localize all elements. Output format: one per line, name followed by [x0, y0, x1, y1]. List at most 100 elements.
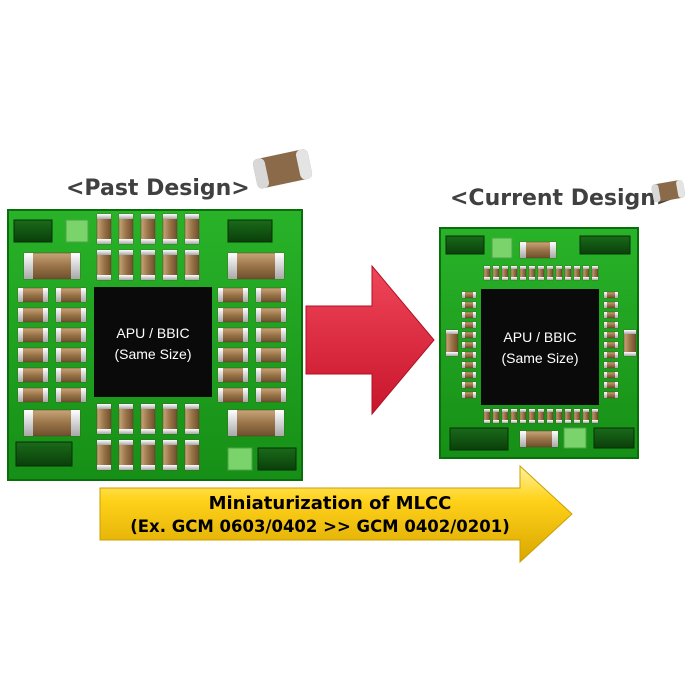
mlcc-small-icon — [651, 179, 686, 203]
mlcc-capacitor — [217, 327, 249, 343]
mlcc-capacitor — [55, 327, 87, 343]
mlcc-capacitor — [573, 265, 581, 281]
mlcc-capacitor — [55, 287, 87, 303]
mlcc-capacitor — [217, 387, 249, 403]
current-chip-label-line1: APU / BBIC — [503, 329, 576, 345]
mlcc-capacitor — [510, 265, 518, 281]
mlcc-capacitor — [55, 367, 87, 383]
mlcc-capacitor — [555, 408, 563, 424]
mlcc-capacitor — [546, 408, 554, 424]
current-design-title: <Current Design> — [450, 186, 675, 211]
mlcc-capacitor — [546, 265, 554, 281]
mlcc-capacitor — [603, 361, 619, 369]
dark-pad — [445, 235, 485, 255]
mlcc-capacitor — [537, 408, 545, 424]
mlcc-capacitor — [461, 321, 477, 329]
mlcc-capacitor — [461, 341, 477, 349]
mlcc-capacitor — [603, 341, 619, 349]
mlcc-capacitor — [17, 327, 49, 343]
mlcc-capacitor — [23, 252, 81, 280]
mlcc-capacitor — [603, 381, 619, 389]
mlcc-capacitor — [17, 347, 49, 363]
mlcc-capacitor — [255, 287, 287, 303]
current-design-board — [439, 227, 639, 459]
past-design-title: <Past Design> — [66, 176, 250, 201]
mlcc-capacitor — [528, 408, 536, 424]
mlcc-capacitor — [582, 265, 590, 281]
mlcc-capacitor — [555, 265, 563, 281]
mlcc-capacitor — [255, 307, 287, 323]
mlcc-capacitor — [501, 265, 509, 281]
mlcc-capacitor — [603, 351, 619, 359]
mlcc-capacitor — [217, 367, 249, 383]
mlcc-capacitor — [573, 408, 581, 424]
mlcc-capacitor — [603, 331, 619, 339]
mlcc-capacitor — [140, 439, 156, 471]
light-pad — [227, 447, 253, 471]
mlcc-capacitor — [140, 403, 156, 435]
mlcc-capacitor — [227, 252, 285, 280]
mlcc-capacitor — [582, 408, 590, 424]
mlcc-capacitor — [162, 249, 178, 281]
mlcc-capacitor — [55, 307, 87, 323]
mlcc-capacitor — [255, 367, 287, 383]
mlcc-capacitor — [591, 265, 599, 281]
dark-pad — [13, 219, 53, 243]
mlcc-capacitor — [591, 408, 599, 424]
past-apu-bbic-chip: APU / BBIC (Same Size) — [94, 287, 212, 397]
mlcc-capacitor — [227, 409, 285, 437]
mlcc-capacitor — [510, 408, 518, 424]
mlcc-capacitor — [603, 371, 619, 379]
mlcc-capacitor — [603, 391, 619, 399]
yellow-arrow-line1: Miniaturization of MLCC — [209, 493, 452, 514]
mlcc-capacitor — [55, 387, 87, 403]
mlcc-capacitor — [184, 213, 200, 245]
mlcc-capacitor — [483, 408, 491, 424]
mlcc-capacitor — [603, 301, 619, 309]
mlcc-capacitor — [17, 307, 49, 323]
red-arrow — [305, 264, 435, 416]
mlcc-capacitor — [217, 347, 249, 363]
mlcc-capacitor — [17, 367, 49, 383]
mlcc-capacitor — [461, 351, 477, 359]
mlcc-capacitor — [96, 403, 112, 435]
mlcc-capacitor — [623, 329, 637, 357]
mlcc-capacitor — [118, 249, 134, 281]
mlcc-capacitor — [445, 329, 459, 357]
mlcc-capacitor — [461, 331, 477, 339]
mlcc-capacitor — [162, 403, 178, 435]
light-pad — [563, 427, 587, 449]
dark-pad — [449, 427, 509, 451]
mlcc-capacitor — [564, 265, 572, 281]
mlcc-capacitor — [118, 213, 134, 245]
mlcc-capacitor — [564, 408, 572, 424]
mlcc-capacitor — [461, 371, 477, 379]
current-chip-label-line2: (Same Size) — [501, 350, 578, 366]
mlcc-capacitor — [162, 439, 178, 471]
mlcc-capacitor — [501, 408, 509, 424]
dark-pad — [257, 447, 297, 471]
yellow-arrow — [99, 464, 573, 564]
mlcc-capacitor — [603, 321, 619, 329]
past-chip-label-line1: APU / BBIC — [116, 325, 189, 341]
mlcc-capacitor — [483, 265, 491, 281]
current-apu-bbic-chip: APU / BBIC (Same Size) — [481, 289, 599, 405]
mlcc-capacitor — [17, 287, 49, 303]
yellow-arrow-line2: (Ex. GCM 0603/0402 >> GCM 0402/0201) — [130, 517, 510, 536]
light-pad — [65, 219, 89, 243]
mlcc-capacitor — [140, 213, 156, 245]
mlcc-capacitor — [537, 265, 545, 281]
mlcc-capacitor — [217, 287, 249, 303]
mlcc-capacitor — [255, 327, 287, 343]
mlcc-capacitor — [23, 409, 81, 437]
dark-pad — [227, 219, 273, 243]
mlcc-capacitor — [492, 408, 500, 424]
mlcc-capacitor — [96, 249, 112, 281]
mlcc-capacitor — [528, 265, 536, 281]
mlcc-capacitor — [162, 213, 178, 245]
mlcc-capacitor — [255, 347, 287, 363]
light-pad — [491, 237, 513, 259]
mlcc-capacitor — [55, 347, 87, 363]
dark-pad — [15, 441, 73, 467]
